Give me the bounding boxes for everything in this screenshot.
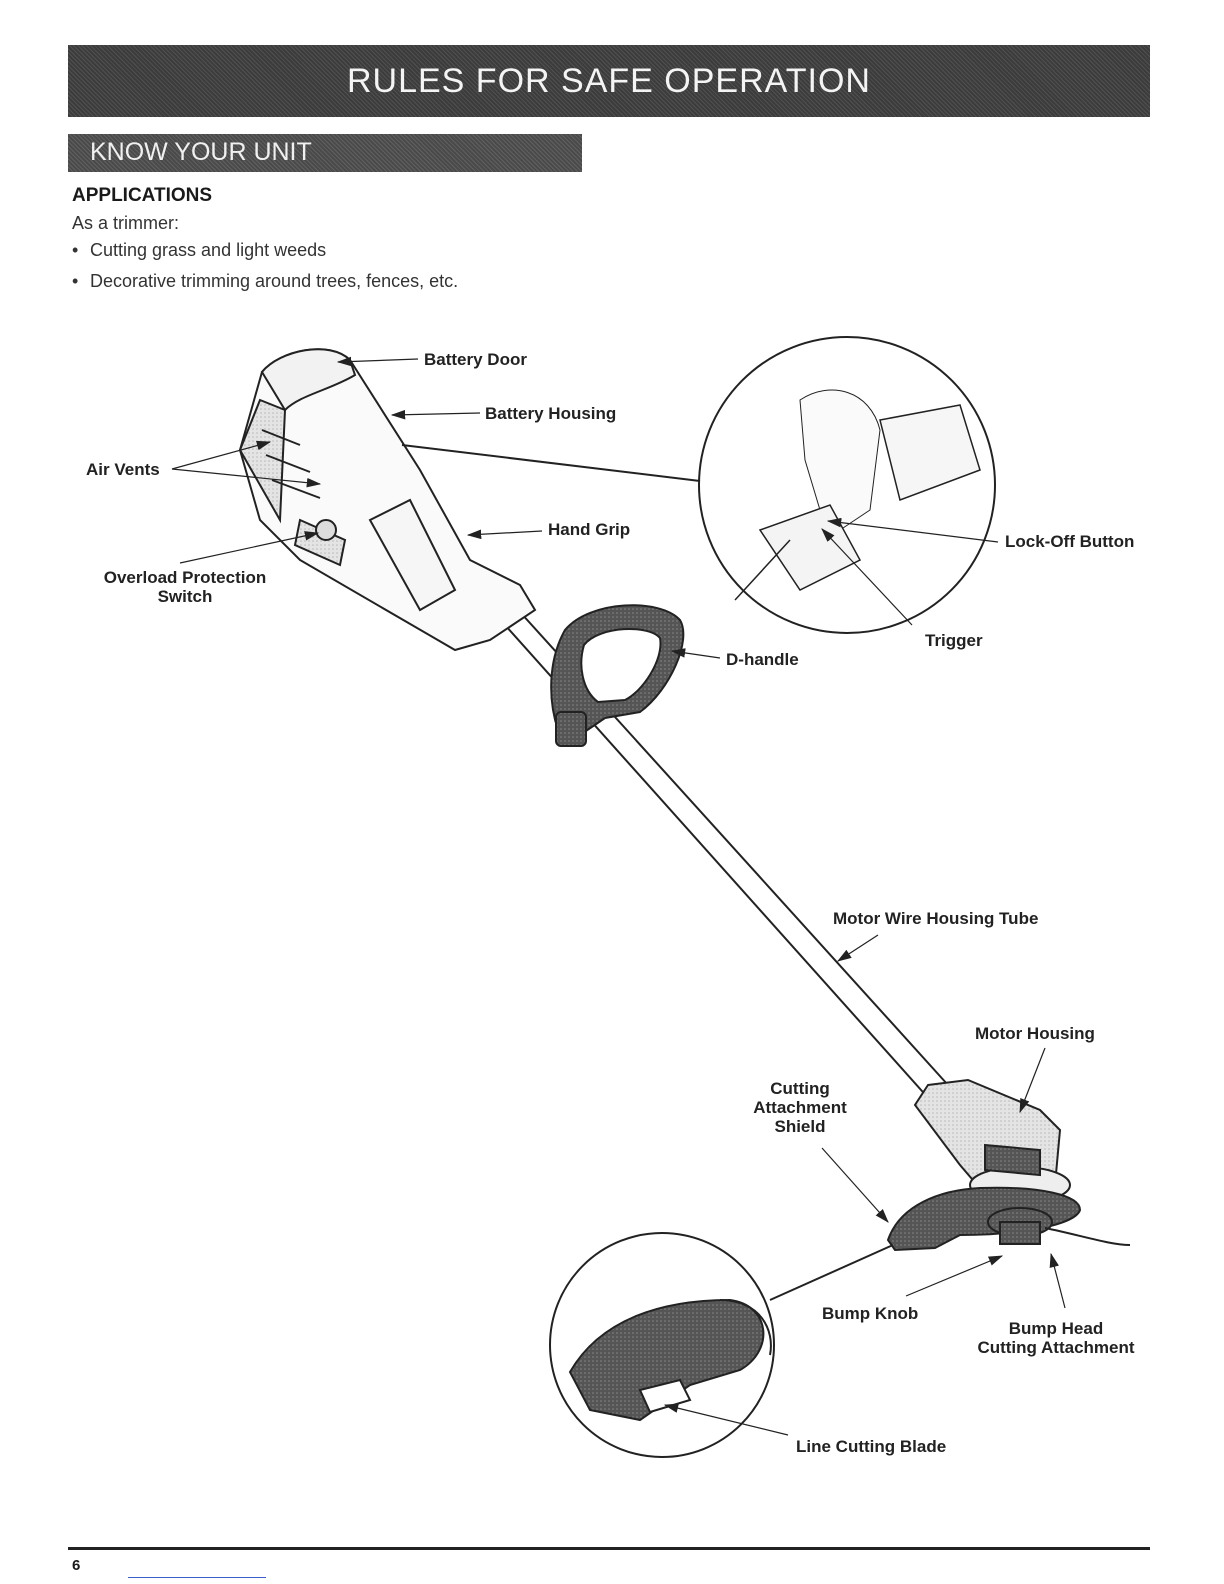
applications-heading: APPLICATIONS xyxy=(72,185,213,206)
section-bar-title: KNOW YOUR UNIT xyxy=(90,138,312,166)
label-d-handle: D-handle xyxy=(726,650,799,669)
label-bump-knob: Bump Knob xyxy=(822,1304,918,1323)
leader-lines xyxy=(171,356,1066,1436)
label-shield-attachment: Attachment xyxy=(753,1098,847,1117)
bump-head-shape xyxy=(987,1207,1131,1246)
label-lock-off-button: Lock-Off Button xyxy=(1005,532,1134,551)
list-item: •Cutting grass and light weeds xyxy=(72,240,327,260)
section-bar: KNOW YOUR UNIT xyxy=(68,134,582,172)
label-bump-head-cutting-attachment: Cutting Attachment xyxy=(977,1338,1134,1357)
footer-link-underline xyxy=(128,1577,266,1578)
label-bump-head: Bump Head xyxy=(1009,1319,1103,1338)
d-handle-shape xyxy=(550,604,685,747)
list-item: •Decorative trimming around trees, fence… xyxy=(72,271,459,291)
label-shield-shield: Shield xyxy=(774,1117,825,1136)
motor-housing-shape xyxy=(913,1078,1071,1204)
banner-title: RULES FOR SAFE OPERATION xyxy=(346,61,871,100)
label-battery-housing: Battery Housing xyxy=(485,404,616,423)
applications-intro: As a trimmer: xyxy=(72,213,180,233)
label-overload-protection: Overload Protection xyxy=(104,568,266,587)
page-banner: RULES FOR SAFE OPERATION xyxy=(68,45,1150,117)
applications-list: •Cutting grass and light weeds •Decorati… xyxy=(72,240,458,302)
list-item-text: Cutting grass and light weeds xyxy=(90,240,327,260)
label-hand-grip: Hand Grip xyxy=(548,520,630,539)
label-shield-cutting: Cutting xyxy=(770,1079,829,1098)
battery-housing-shape xyxy=(238,348,537,652)
blade-detail-circle xyxy=(549,1232,775,1458)
trigger-detail-circle xyxy=(698,336,996,634)
label-battery-door: Battery Door xyxy=(424,350,527,369)
label-motor-housing: Motor Housing xyxy=(975,1024,1095,1043)
label-trigger: Trigger xyxy=(925,631,983,650)
list-item-text: Decorative trimming around trees, fences… xyxy=(90,271,459,291)
air-vents-shape xyxy=(261,429,321,499)
label-motor-wire-housing-tube: Motor Wire Housing Tube xyxy=(833,909,1038,928)
page-number: 6 xyxy=(72,1557,81,1574)
label-line-cutting-blade: Line Cutting Blade xyxy=(796,1437,946,1456)
label-overload-switch: Switch xyxy=(158,587,213,606)
label-air-vents: Air Vents xyxy=(86,460,160,479)
footer-rule xyxy=(68,1547,1150,1550)
